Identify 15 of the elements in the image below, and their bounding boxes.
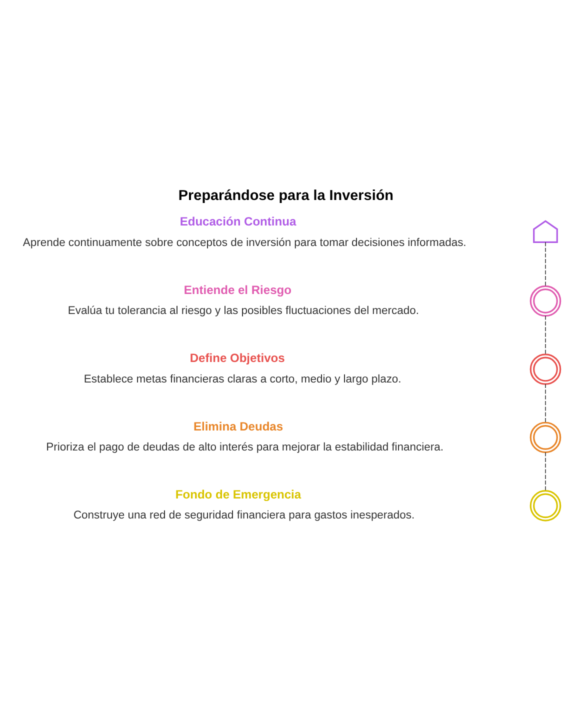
- node-text: Fondo de Emergencia Construye una red de seguridad financiera para gastos inesperados.: [73, 486, 415, 522]
- node-text: Define Objetivos Establece metas financieras claras a corto, medio y largo plazo.: [84, 350, 402, 385]
- node-pin: [530, 353, 562, 384]
- node-pin: [530, 421, 562, 453]
- diagram-title: Preparándose para la Inversión: [178, 188, 394, 204]
- connector: [545, 315, 546, 354]
- node-text: Entiende el Riesgo Evalúa tu tolerancia al riesgo y las posibles fluctuaciones del mercado.: [68, 282, 419, 317]
- connector: [545, 241, 546, 286]
- node-pin: [530, 284, 562, 316]
- node-pin: [530, 490, 562, 521]
- node-text: Elimina Deudas Prioriza el pago de deudas de alto interés para mejorar la estabilidad financiera.: [46, 418, 444, 453]
- connector: [545, 452, 546, 491]
- node-text: Educación Continua Aprende continuamente sobre conceptos de inversión para tomar decisiones informadas.: [22, 214, 466, 248]
- connector: [545, 383, 546, 422]
- node-rocket: [533, 220, 558, 242]
